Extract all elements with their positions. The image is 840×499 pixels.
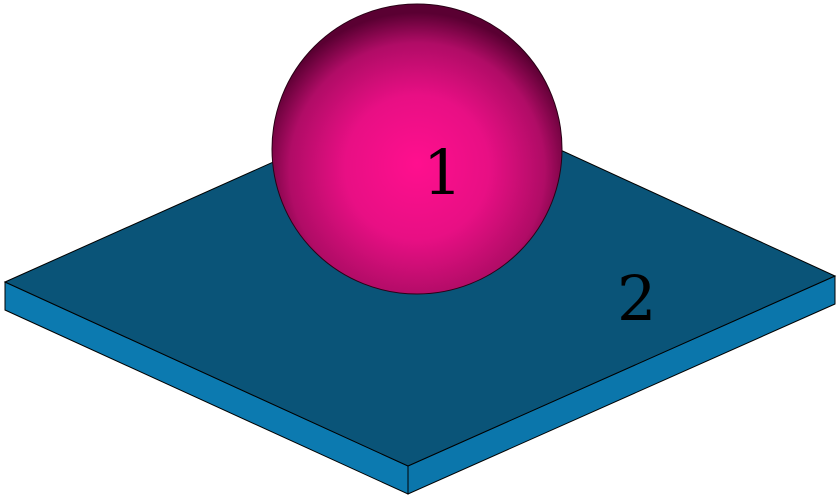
plate-label: 2 <box>617 262 656 335</box>
sphere-label: 1 <box>423 136 462 209</box>
sphere <box>271 3 563 295</box>
sphere-body <box>271 3 563 295</box>
